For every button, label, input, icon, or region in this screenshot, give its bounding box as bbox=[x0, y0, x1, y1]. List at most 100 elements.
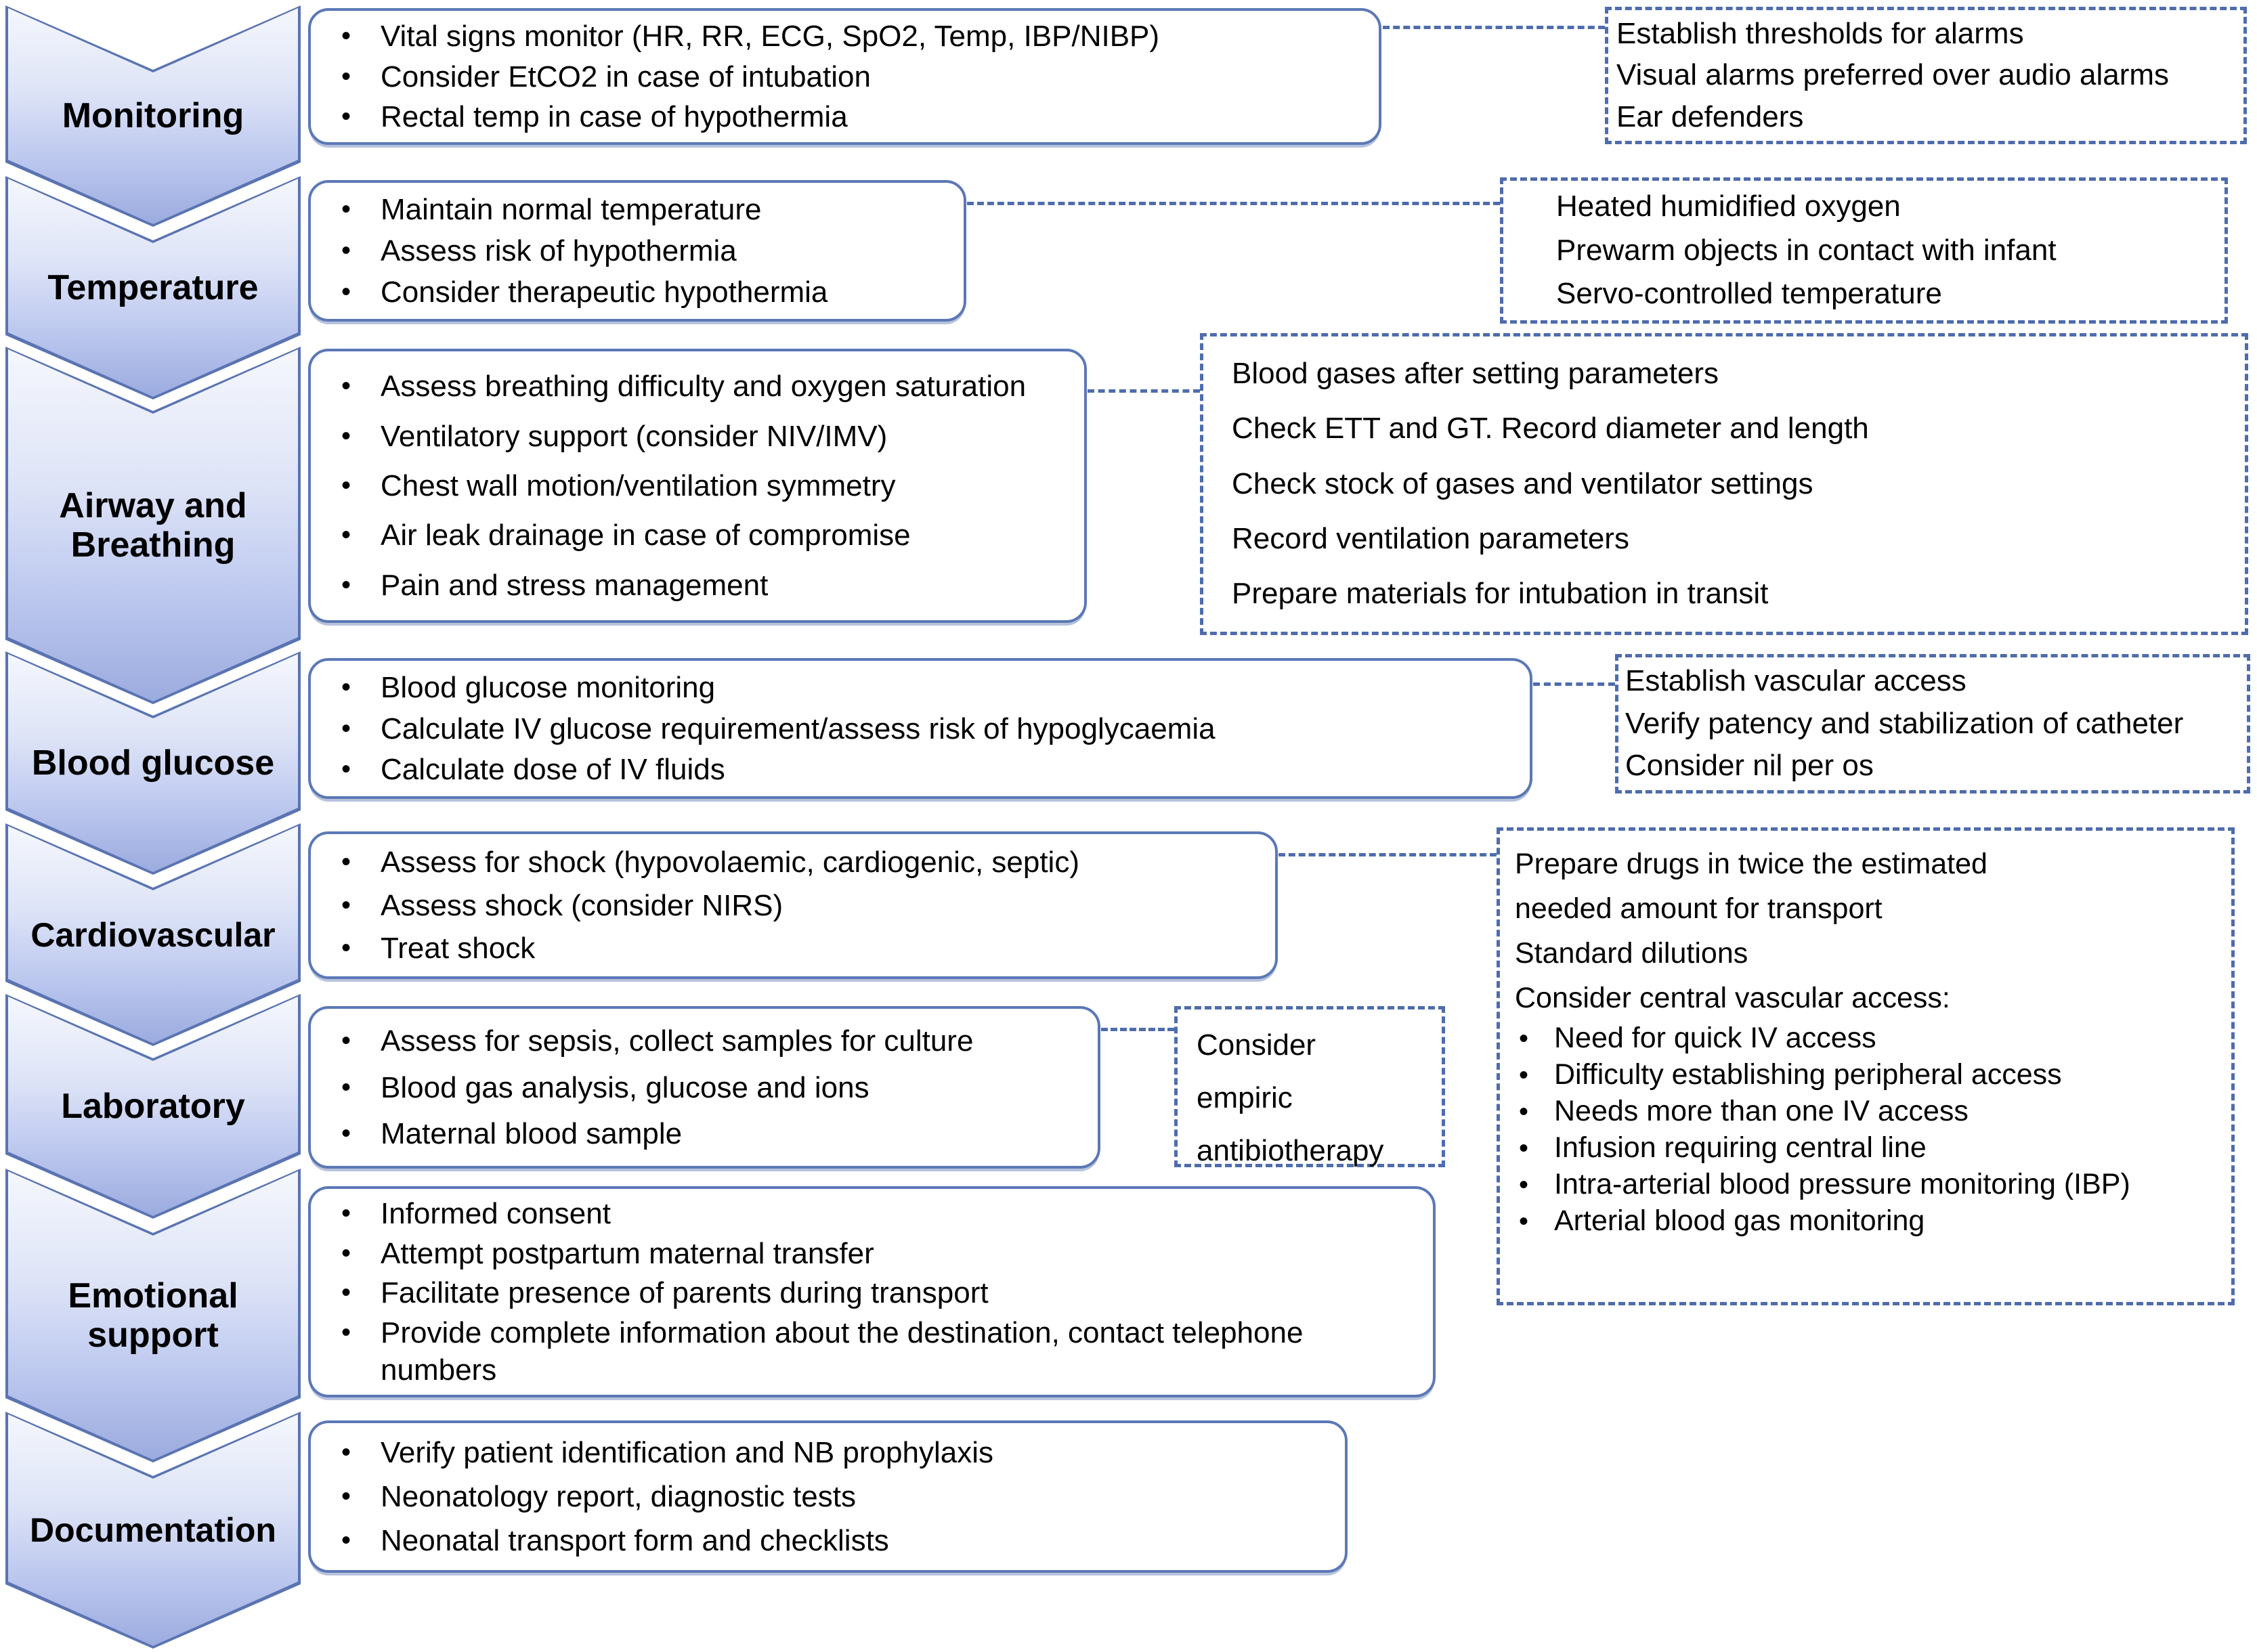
stage-label: Airway and Breathing bbox=[59, 485, 247, 565]
actions-box-temperature: •Maintain normal temperature •Assess ris… bbox=[308, 180, 966, 322]
actions-box-monitoring: • Vital signs monitor (HR, RR, ECG, SpO2,… bbox=[308, 8, 1381, 145]
list-item: • Needs more than one IV access bbox=[1515, 1093, 2231, 1130]
list-item: • Informed consent bbox=[341, 1195, 1338, 1232]
action-text: Blood glucose monitoring bbox=[381, 670, 716, 704]
list-item: •Attempt postpartum maternal transfer bbox=[341, 1235, 1338, 1272]
bullet-icon: • bbox=[341, 1278, 351, 1308]
actions-box-blood-glucose: • Blood glucose monitoring • Calculate IV … bbox=[308, 658, 1532, 799]
stage-label: Emotional support bbox=[68, 1276, 238, 1355]
note-text: Need for quick IV access bbox=[1554, 1022, 1876, 1054]
note-text: Prepare drugs in twice the estimated bbox=[1515, 848, 1987, 880]
list-item: •Consider EtCO2 in case of intubation bbox=[341, 58, 1358, 95]
action-text: Ventilatory support (consider NIV/IMV) bbox=[381, 419, 888, 453]
action-text: Rectal temp in case of hypothermia bbox=[381, 100, 848, 133]
action-text: Calculate IV glucose requirement/assess … bbox=[381, 712, 1216, 745]
bullet-icon: • bbox=[341, 890, 351, 920]
note-text: Consider central vascular access: bbox=[1515, 982, 1950, 1014]
bullet-icon: • bbox=[1519, 1133, 1529, 1163]
list-item: • Assess breathing difficulty and oxygen … bbox=[341, 368, 1064, 405]
bullet-icon: • bbox=[341, 1118, 351, 1149]
action-text: Chest wall motion/ventilation symmetry bbox=[381, 469, 896, 502]
list-item: •Verify patient identification and NB pr… bbox=[341, 1434, 1325, 1471]
list-item: •Ventilatory support (consider NIV/IMV) bbox=[341, 418, 1064, 455]
list-item: • Infusion requiring central line bbox=[1515, 1130, 2231, 1167]
note-text: Needs more than one IV access bbox=[1554, 1095, 1969, 1127]
note-text: Record ventilation parameters bbox=[1232, 522, 1629, 556]
notes-box-monitoring: Establish thresholds for alarms Visual a… bbox=[1605, 7, 2247, 144]
list-item: •Chest wall motion/ventilation symmetry bbox=[341, 467, 1064, 504]
note-text: Heated humidified oxygen bbox=[1556, 189, 1901, 223]
bullet-icon: • bbox=[341, 672, 351, 702]
action-text: Provide complete information about the d… bbox=[381, 1316, 1304, 1387]
action-text: Attempt postpartum maternal transfer bbox=[381, 1236, 874, 1270]
bullet-icon: • bbox=[341, 847, 351, 877]
stage-label: Blood glucose bbox=[31, 743, 275, 783]
list-item: •Assess shock (consider NIRS) bbox=[341, 887, 1255, 924]
list-item: • Calculate IV glucose requirement/assess… bbox=[341, 710, 1509, 747]
bullet-icon: • bbox=[1519, 1024, 1529, 1053]
note-text: Establish vascular access bbox=[1625, 664, 1966, 698]
action-text: Assess breathing difficulty and oxygen s… bbox=[381, 370, 1027, 404]
note-text: Check ETT and GT. Record diameter and le… bbox=[1232, 412, 1869, 445]
action-text: Blood gas analysis, glucose and ions bbox=[381, 1070, 869, 1104]
bullet-icon: • bbox=[341, 371, 351, 401]
bullet-icon: • bbox=[341, 101, 351, 131]
bullet-icon: • bbox=[341, 520, 351, 550]
action-text: Vital signs monitor (HR, RR, ECG, SpO2, … bbox=[381, 20, 1160, 53]
list-item: • Neonatal transport form and checklists bbox=[341, 1522, 1325, 1559]
bullet-icon: • bbox=[1519, 1060, 1529, 1090]
bullet-icon: • bbox=[341, 1198, 351, 1229]
action-text: Informed consent bbox=[381, 1197, 611, 1231]
note-text: needed amount for transport bbox=[1515, 892, 1883, 925]
note-text: Prepare materials for intubation in tran… bbox=[1232, 577, 1769, 611]
note-text: Verify patency and stabilization of cath… bbox=[1625, 706, 2184, 740]
note-text: Intra-arterial blood pressure monitoring… bbox=[1554, 1168, 2130, 1200]
note-text: Prewarm objects in contact with infant bbox=[1556, 233, 2057, 267]
action-text: Consider EtCO2 in case of intubation bbox=[381, 60, 871, 93]
connector-line-monitoring bbox=[1383, 26, 1605, 29]
notes-box-temperature: Heated humidified oxygen Prewarm objects… bbox=[1500, 177, 2228, 324]
stage-chevron-emotional-support: Emotional support bbox=[5, 1169, 301, 1462]
list-item: •Arterial blood gas monitoring bbox=[1515, 1203, 2231, 1240]
notes-box-laboratory: Consider empiric antibiotherapy bbox=[1174, 1006, 1445, 1167]
list-item: •Blood gas analysis, glucose and ions bbox=[341, 1069, 1077, 1106]
bullet-icon: • bbox=[341, 1525, 351, 1555]
note-text: Infusion requiring central line bbox=[1554, 1131, 1927, 1164]
bullet-icon: • bbox=[341, 194, 351, 224]
list-item: • Provide complete information about the … bbox=[341, 1314, 1338, 1389]
action-text: Neonatology report, diagnostic tests bbox=[381, 1480, 856, 1513]
stage-label: Documentation bbox=[30, 1511, 276, 1549]
list-item: • Facilitate presence of parents during t… bbox=[341, 1274, 1338, 1311]
list-item: •Assess for sepsis, collect samples for … bbox=[341, 1022, 1077, 1060]
list-item: • Vital signs monitor (HR, RR, ECG, SpO2,… bbox=[341, 18, 1358, 55]
bullet-icon: • bbox=[341, 1317, 351, 1347]
stage-label: Monitoring bbox=[62, 96, 244, 136]
action-text: Facilitate presence of parents during tr… bbox=[381, 1276, 989, 1310]
bullet-icon: • bbox=[341, 21, 351, 51]
bullet-icon: • bbox=[341, 277, 351, 307]
action-text: Neonatal transport form and checklists bbox=[381, 1524, 889, 1557]
list-item: • Need for quick IV access bbox=[1515, 1020, 2231, 1057]
note-text: Servo-controlled temperature bbox=[1556, 277, 1942, 311]
list-item: •Calculate dose of IV fluids bbox=[341, 751, 1509, 788]
list-item: • Maintain normal temperature bbox=[341, 191, 943, 228]
action-text: Treat shock bbox=[381, 931, 536, 965]
note-text: Consider nil per os bbox=[1625, 748, 1874, 782]
list-item: • Rectal temp in case of hypothermia bbox=[341, 98, 1358, 135]
list-item: • Consider therapeutic hypothermia bbox=[341, 274, 943, 311]
list-item: •Maternal blood sample bbox=[341, 1115, 1077, 1152]
bullet-icon: • bbox=[341, 713, 351, 743]
action-text: Verify patient identification and NB pro… bbox=[381, 1436, 993, 1469]
notes-box-airway-breathing: Blood gases after setting parameters Che… bbox=[1200, 333, 2248, 635]
action-text: Maintain normal temperature bbox=[381, 193, 762, 226]
bullet-icon: • bbox=[341, 236, 351, 265]
bullet-icon: • bbox=[1519, 1207, 1529, 1236]
connector-line-cardiovascular bbox=[1278, 853, 1497, 856]
bullet-icon: • bbox=[1519, 1097, 1529, 1127]
action-text: Consider therapeutic hypothermia bbox=[381, 276, 828, 309]
actions-box-laboratory: •Assess for sepsis, collect samples for … bbox=[308, 1006, 1100, 1169]
list-item: •Intra-arterial blood pressure monitorin… bbox=[1515, 1167, 2231, 1203]
note-text: Ear defenders bbox=[1616, 100, 1804, 133]
note-text: Consider empiric antibiotherapy bbox=[1197, 1028, 1384, 1167]
